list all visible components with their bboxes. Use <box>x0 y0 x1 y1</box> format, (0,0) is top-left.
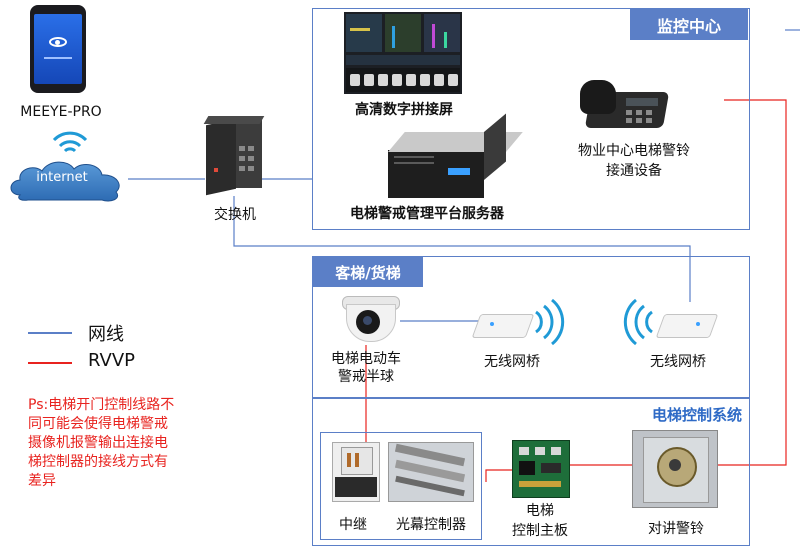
wifi-icon <box>52 131 88 153</box>
relay-curtain-group <box>320 432 482 540</box>
note-text: Ps:电梯开门控制线路不 同可能会使得电梯警戒 摄像机报警输出连接电 梯控制器的… <box>28 396 218 491</box>
control-system-box <box>312 398 750 546</box>
legend-network-line <box>28 332 72 334</box>
desk-phone-label-line1: 物业中心电梯警铃 <box>578 143 690 159</box>
control-system-title: 电梯控制系统 <box>651 406 742 424</box>
monitor-center-box <box>312 8 750 230</box>
legend-rvvp-line <box>28 362 72 364</box>
legend-network-label: 网线 <box>88 324 124 345</box>
cloud-icon <box>10 161 120 202</box>
wireless-bridge-2 <box>655 310 719 340</box>
video-wall-label: 高清数字拼接屏 <box>355 102 453 118</box>
elevator-section-box <box>312 256 750 398</box>
camera-label-line1: 电梯电动车 <box>331 351 401 367</box>
mainboard-label-line1: 电梯 <box>526 503 554 519</box>
bridge2-label: 无线网桥 <box>650 354 706 370</box>
camera-label-line2: 警戒半球 <box>338 369 394 385</box>
relay-device <box>332 442 380 502</box>
wireless-bridge-1 <box>471 310 536 340</box>
mainboard-label-line2: 控制主板 <box>512 523 568 539</box>
rvvp-line-curtain-mainboard <box>485 469 512 482</box>
monitor-center-title: 监控中心 <box>630 9 748 40</box>
desk-phone-label-line2: 接通设备 <box>606 163 662 179</box>
intercom-label: 对讲警铃 <box>648 521 704 537</box>
cloud-label: internet <box>36 170 88 185</box>
legend-rvvp-label: RVVP <box>88 350 136 371</box>
elevator-section-title: 客梯/货梯 <box>313 257 423 287</box>
phone-label: MEEYE-PRO <box>20 104 102 120</box>
note-line-4: 梯控制器的接线方式有 <box>28 454 168 470</box>
light-curtain-label: 光幕控制器 <box>396 517 466 533</box>
dome-camera-device <box>342 296 402 344</box>
rvvp-line-phone-intercom <box>718 99 787 466</box>
video-wall-screen <box>344 12 462 94</box>
note-line-3: 摄像机报警输出连接电 <box>28 435 168 451</box>
note-line-1: Ps:电梯开门控制线路不 <box>28 397 175 413</box>
desk-phone-device <box>580 74 670 130</box>
network-switch <box>203 116 265 196</box>
eye-icon <box>49 37 67 47</box>
note-line-2: 同可能会使得电梯警戒 <box>28 416 168 432</box>
relay-label: 中继 <box>339 517 367 533</box>
network-line-switch-bridge2 <box>233 196 691 302</box>
intercom-elevator-device <box>632 430 718 508</box>
note-line-5: 差异 <box>28 473 56 489</box>
light-curtain-device <box>388 442 474 502</box>
bridge1-label: 无线网桥 <box>484 354 540 370</box>
server-label: 电梯警戒管理平台服务器 <box>350 206 504 222</box>
control-mainboard-device <box>512 440 570 498</box>
switch-label: 交换机 <box>214 207 256 223</box>
server-device <box>388 113 523 200</box>
wifi-signal-icon-left <box>623 298 653 346</box>
wifi-signal-icon-right <box>535 298 565 346</box>
smartphone-device <box>30 5 90 95</box>
